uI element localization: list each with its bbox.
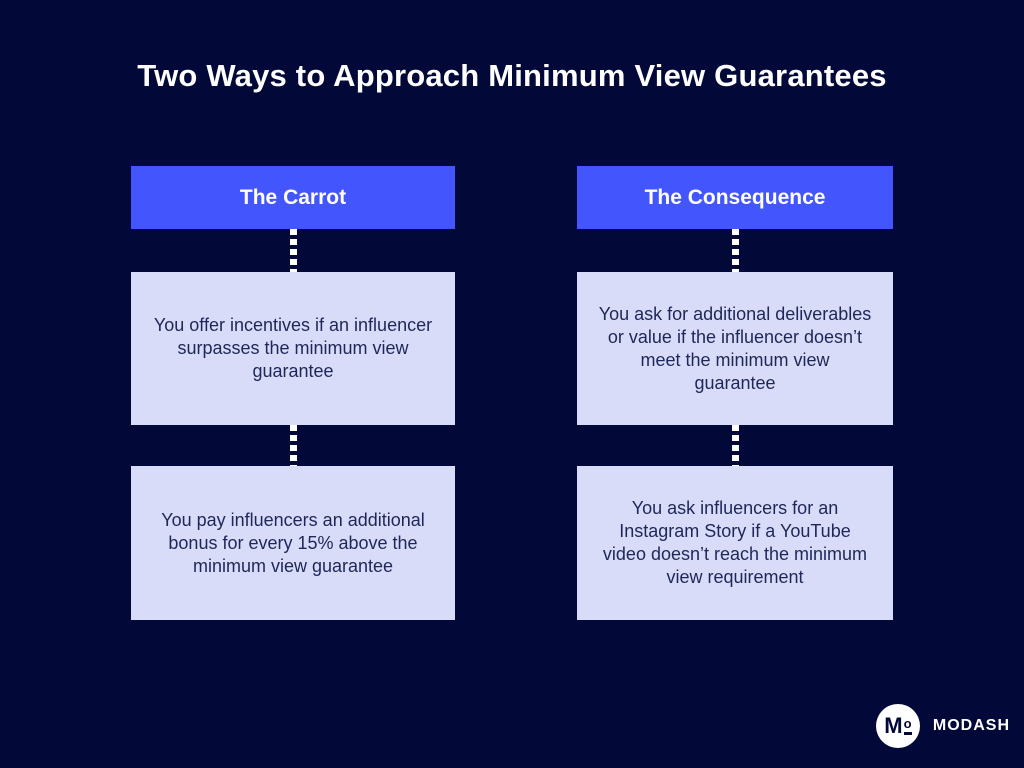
dotted-connector (731, 425, 739, 466)
dotted-connector (289, 425, 297, 466)
dotted-connector (289, 229, 297, 272)
carrot-box-1: You offer incentives if an influencer su… (131, 272, 455, 425)
consequence-header: The Consequence (577, 166, 893, 229)
carrot-box-2: You pay influencers an additional bonus … (131, 466, 455, 620)
modash-logo: M o MODASH (875, 704, 1010, 748)
consequence-box-2: You ask influencers for an Instagram Sto… (577, 466, 893, 620)
modash-logo-icon: M o (875, 704, 920, 748)
consequence-column: The Consequence You ask for additional d… (577, 166, 893, 621)
carrot-header: The Carrot (131, 166, 455, 229)
carrot-column: The Carrot You offer incentives if an in… (131, 166, 455, 621)
monogram-letter-o: o (903, 717, 912, 735)
page-title: Two Ways to Approach Minimum View Guaran… (137, 58, 887, 93)
dotted-connector (731, 229, 739, 272)
consequence-box-1: You ask for additional deliverables or v… (577, 272, 893, 425)
monogram-letter-m: M (884, 713, 903, 738)
modash-wordmark: MODASH (932, 717, 1010, 734)
modash-monogram: M o (884, 713, 912, 738)
